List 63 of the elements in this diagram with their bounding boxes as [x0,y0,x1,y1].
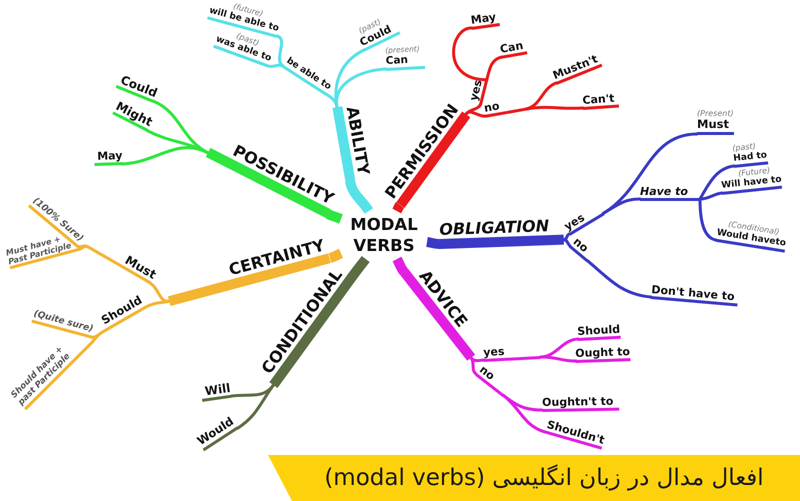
sub-branch: Ought to [575,344,631,363]
branch-line [464,110,488,118]
branch-line [392,202,404,214]
branch-line [698,192,724,200]
sub-branch: yes [483,342,542,362]
branch-line [120,146,210,166]
branch-line [144,300,172,308]
sub-branch: no [483,94,526,118]
annotation: (Present) [697,110,734,118]
branch-line [452,26,488,82]
sub-branch: May [94,150,122,167]
sub-branch [697,110,734,136]
sub-branch: May [470,10,500,30]
branch-line [78,244,88,250]
branch-line [335,68,388,109]
sub-branch: Should [577,322,621,341]
sub-branch: Can [499,38,528,59]
branch-line [324,92,338,109]
branch-line [392,256,408,275]
branch-text: Must [697,118,730,132]
sub-branch: yes [466,76,488,104]
branch-line [148,282,172,303]
branch-line [562,232,570,242]
branch-line [586,259,652,298]
branch-line [524,106,584,111]
branch-line [326,210,343,224]
branch-line [698,164,736,200]
sub-branch: yes [562,200,604,236]
sub-branch [720,165,782,194]
sub-branch: Will [200,380,232,402]
branch-line [348,256,370,280]
main-branch: OBLIGATION [439,216,564,250]
branch-line [266,64,285,68]
sub-branch [384,44,425,70]
sub-branch: (Quite sure) [32,309,94,338]
branch-line [345,180,374,214]
branch-line [502,394,546,434]
annotation: (past) [732,141,756,153]
branch-line [92,331,104,342]
branch-line [328,248,344,263]
sub-branch: no [568,234,598,262]
sub-branch: be able to [282,56,333,96]
branch-line [698,198,718,242]
central-topic: MODAL VERBS [344,214,424,256]
sub-branch: Have to [640,184,700,201]
branch-line [562,238,572,248]
sub-branch [716,218,788,252]
sub-branch: Don't have to [650,282,738,306]
branch-line [602,198,642,215]
branch-line [276,34,285,68]
annotation: (Future) [738,165,770,178]
branch-line [470,356,478,376]
branch-line [539,355,578,363]
branch-text: Can [385,54,408,68]
title-banner: افعال مدال در زبان انگلیسی (modal verbs) [268,455,800,501]
sub-branch: Can't [582,91,619,110]
branch-line [426,236,440,249]
sub-branch [732,141,768,168]
branch-line [485,56,504,82]
sub-branch: Oughtn't to [542,394,620,412]
main-branch: ABILITY [332,102,374,182]
branch-line [236,384,275,430]
sub-branch: no [474,362,513,398]
